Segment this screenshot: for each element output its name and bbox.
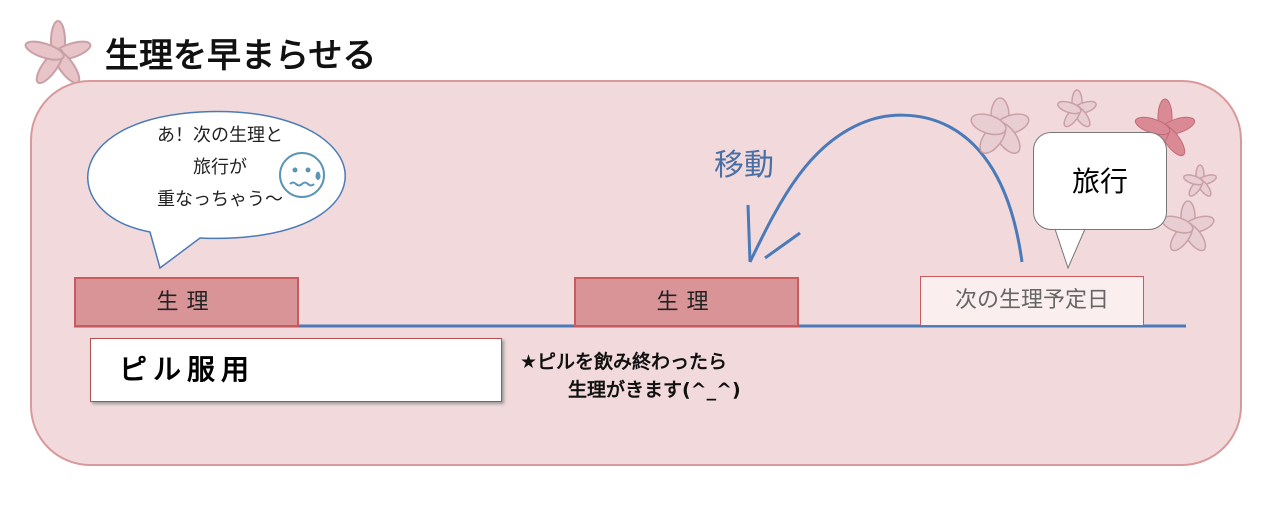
bubble-line: あ！次の生理と (157, 125, 283, 146)
flower-icon (1161, 200, 1215, 252)
speech-bubble-text: あ！次の生理と 旅行が 重なっちゃう～ (120, 120, 320, 216)
next-period-box: 次の生理予定日 (920, 276, 1144, 326)
note: ★ピルを飲み終わったら 生理がきます(^_^) (520, 348, 741, 404)
flower-icon (1057, 89, 1097, 128)
move-arrow (748, 113, 1024, 263)
speech-bubble (87, 110, 346, 270)
trip-bubble-tail (1054, 228, 1086, 270)
bubble-line: 重なっちゃう～ (157, 189, 283, 210)
bubble-line: 旅行が (193, 157, 247, 178)
flower-icon (1183, 164, 1217, 197)
trip-bubble: 旅行 (1033, 132, 1167, 230)
pill-box: ピル服用 (90, 338, 502, 402)
flower-icon (970, 97, 1030, 154)
flower-icon (1134, 98, 1196, 157)
arrowhead (764, 231, 801, 260)
arrowhead (746, 204, 752, 263)
move-label: 移動 (714, 148, 774, 183)
page-title: 生理を早まらせる (105, 36, 377, 76)
note-line: 生理がきます(^_^) (568, 379, 741, 401)
note-line: ★ピルを飲み終わったら (520, 351, 728, 373)
period-bar-moved: 生理 (574, 277, 799, 327)
period-bar-current: 生理 (74, 277, 299, 327)
worried-face-icon (279, 152, 325, 198)
flower-icon (24, 20, 92, 85)
